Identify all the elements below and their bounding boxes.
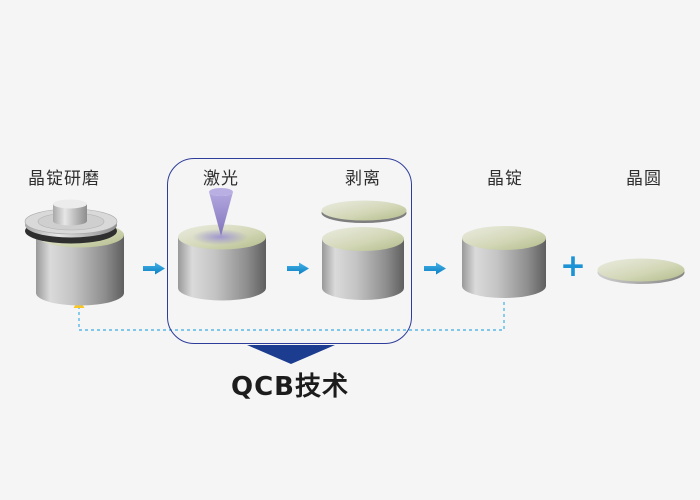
qcb-highlight-box	[167, 158, 412, 344]
grinder-tool-icon	[24, 199, 118, 244]
laser-ingot-cylinder	[178, 224, 266, 301]
stage-label-peel: 剥离	[345, 169, 381, 189]
qcb-down-arrow-icon	[247, 345, 335, 364]
flow-arrow-icon-1	[143, 262, 165, 275]
laser-beam-icon	[209, 188, 233, 236]
stage-label-laser: 激光	[203, 169, 239, 189]
wafer-disc	[597, 258, 685, 284]
stage-label-grinding: 晶锭研磨	[28, 169, 100, 189]
ingot-cylinder	[462, 226, 546, 298]
stage-label-wafer: 晶圆	[626, 169, 662, 189]
qcb-caption: QCB技术	[230, 372, 349, 402]
peel-ingot-cylinder	[322, 227, 404, 300]
flow-arrow-icon-2	[287, 262, 309, 275]
peeled-wafer-disc	[321, 200, 407, 223]
flow-arrow-icon-3	[424, 262, 446, 275]
stage-label-ingot: 晶锭	[487, 169, 523, 189]
plus-icon: +	[560, 248, 586, 284]
